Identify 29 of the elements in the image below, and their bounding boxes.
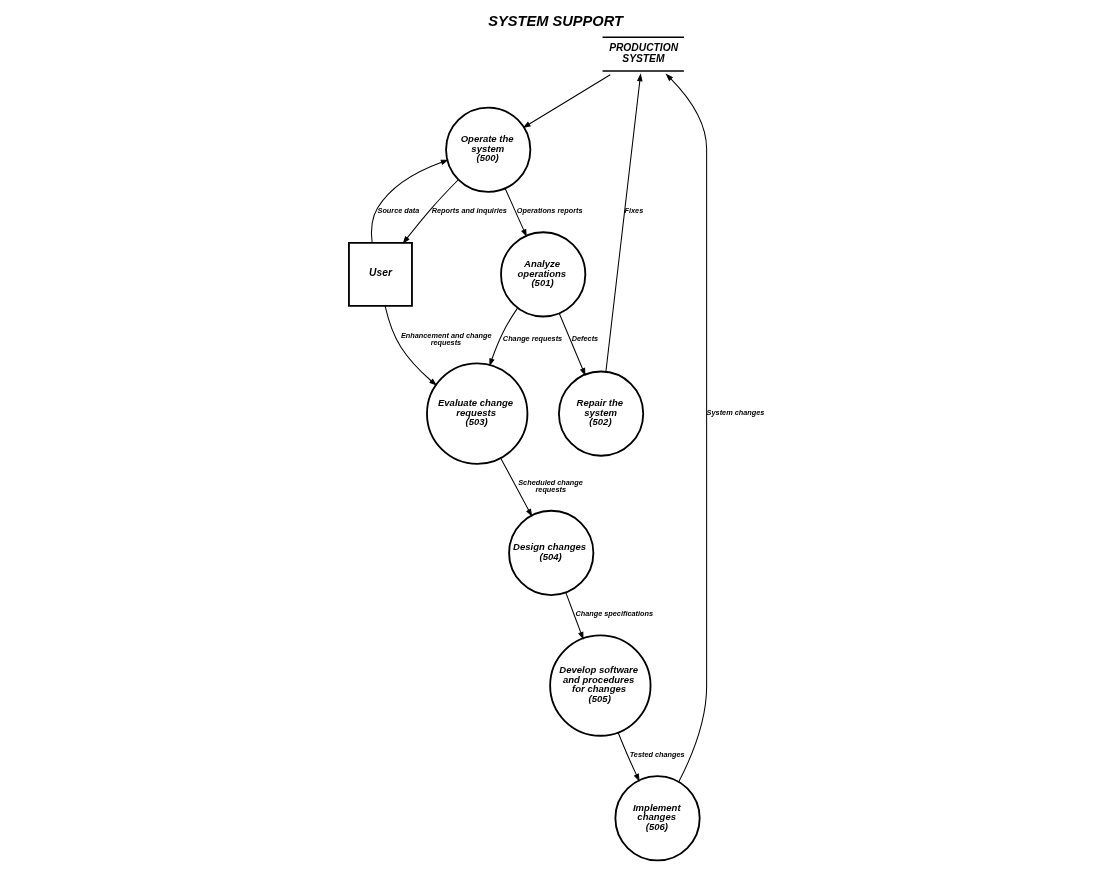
diagram-title: SYSTEM SUPPORT [488, 12, 623, 29]
edge-label: Tested changes [629, 750, 685, 760]
node-circle: Develop software and procedures for changes (505) [549, 634, 652, 737]
node-circle: Analyze operations (501) [500, 231, 587, 318]
edge-label: Change requests [502, 334, 563, 344]
edge-label: Scheduled change requests [518, 478, 583, 495]
edge-label: Defects [571, 334, 599, 344]
arrow [665, 73, 708, 783]
arrow [500, 457, 533, 517]
arrow [522, 74, 611, 129]
arrow [504, 187, 527, 238]
edge-label: Change specifications [575, 609, 654, 619]
arrow [617, 732, 640, 782]
node-circle: Repair the system (502) [558, 370, 645, 457]
edge-label: Fixes [624, 206, 644, 216]
edge-label: Operations reports [516, 206, 583, 216]
arrow [402, 179, 459, 244]
node-box: User [348, 241, 413, 307]
edge-label: Enhancement and change requests [400, 330, 492, 348]
arrow [384, 305, 438, 386]
edge-label: System changes [706, 407, 765, 417]
arrow [605, 73, 643, 373]
arrow [489, 307, 519, 367]
arrow [558, 313, 586, 376]
arrow [370, 159, 449, 244]
edge-label: Source data [377, 206, 420, 216]
arrow [565, 592, 584, 640]
node-text: PRODUCTION SYSTEM [609, 42, 679, 64]
edge-label: Reports and inquiries [431, 206, 507, 216]
